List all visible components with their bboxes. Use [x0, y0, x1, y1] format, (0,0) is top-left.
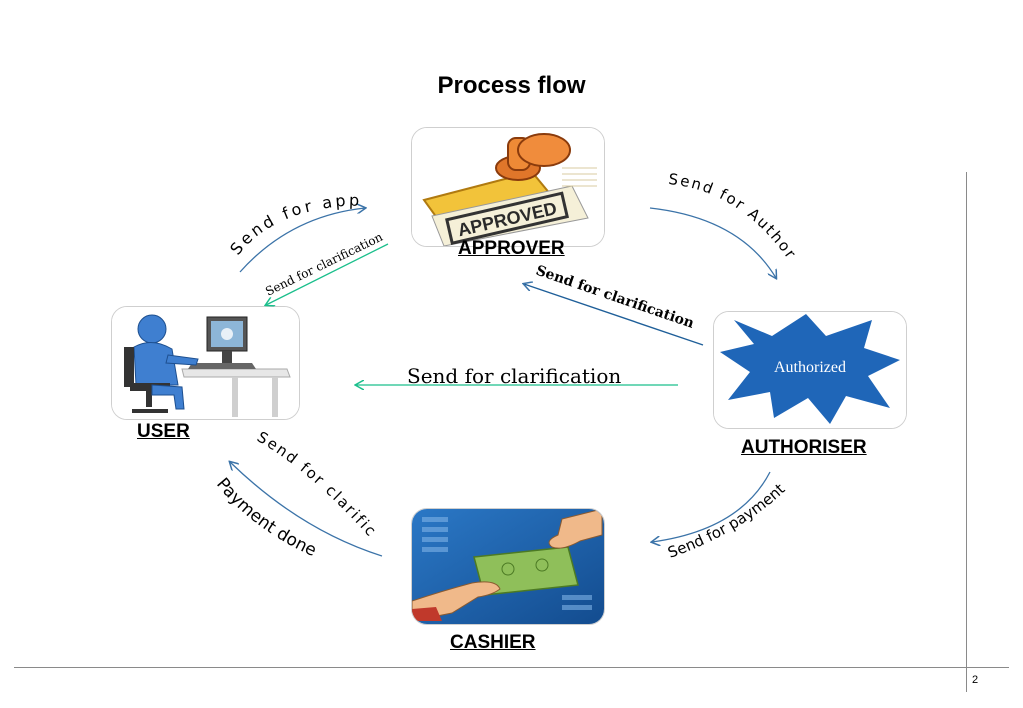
money-handover-icon [412, 509, 604, 624]
burst-text: Authorized [774, 359, 846, 376]
approver-label: APPROVER [458, 238, 565, 259]
approved-stamp-icon: APPROVED [412, 128, 604, 246]
label-send-for-approval: Send for approval [0, 0, 363, 258]
page-number: 2 [972, 674, 979, 686]
cashier-image [411, 508, 605, 625]
authoriser-image: Authorized [713, 311, 907, 429]
arrow-approver-to-user [266, 243, 389, 305]
user-image [111, 306, 300, 420]
cashier-label: CASHIER [450, 632, 536, 653]
approver-image: APPROVED [411, 127, 605, 247]
person-at-computer-icon [112, 307, 299, 419]
label-send-for-authorization: Send for Authorization [0, 0, 801, 263]
label-authoriser-clarification-center: Send for clarification [407, 364, 621, 388]
label-payment-done: Payment done [212, 474, 319, 561]
arrow-cashier-to-user [230, 462, 383, 557]
arrow-approver-to-authoriser [649, 207, 776, 278]
authorized-burst-icon: Authorized [714, 312, 906, 428]
label-approver-clarification: Send for clarification [263, 230, 385, 299]
label-authoriser-clarification-upper: Send for clarification [534, 263, 696, 332]
user-label: USER [137, 421, 190, 442]
page-title: Process flow [437, 72, 586, 99]
arrow-authoriser-to-cashier [652, 471, 771, 542]
arrow-authoriser-to-approver [524, 284, 704, 346]
arrow-user-to-approver [239, 208, 365, 273]
vertical-divider [966, 172, 967, 692]
authoriser-label: AUTHORISER [741, 437, 867, 458]
label-send-for-payment: Send for payment [665, 480, 788, 562]
footer-divider [14, 667, 1009, 668]
